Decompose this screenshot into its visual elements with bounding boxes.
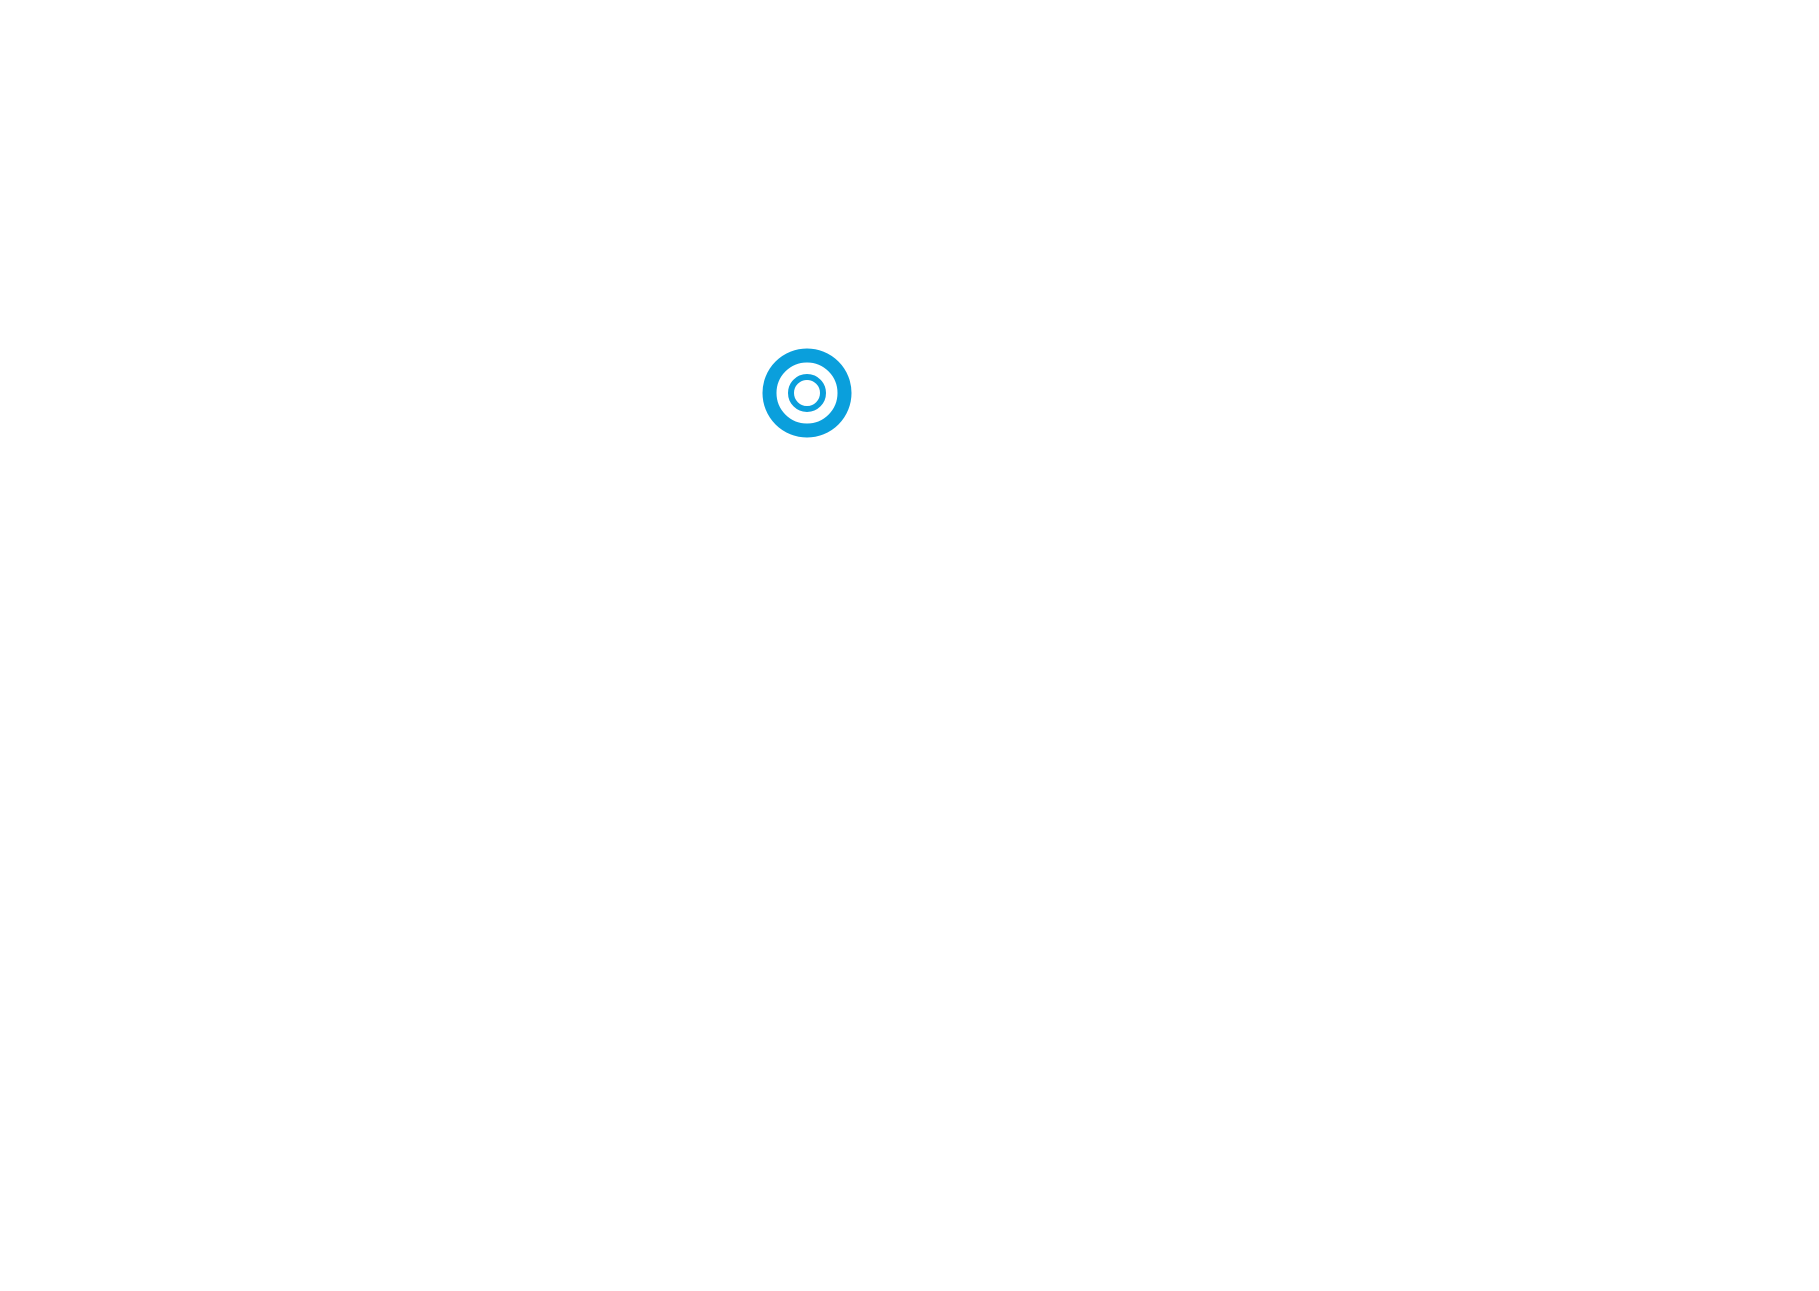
loading-indicator: [762, 348, 852, 438]
loading-spinner-icon: [762, 348, 852, 438]
